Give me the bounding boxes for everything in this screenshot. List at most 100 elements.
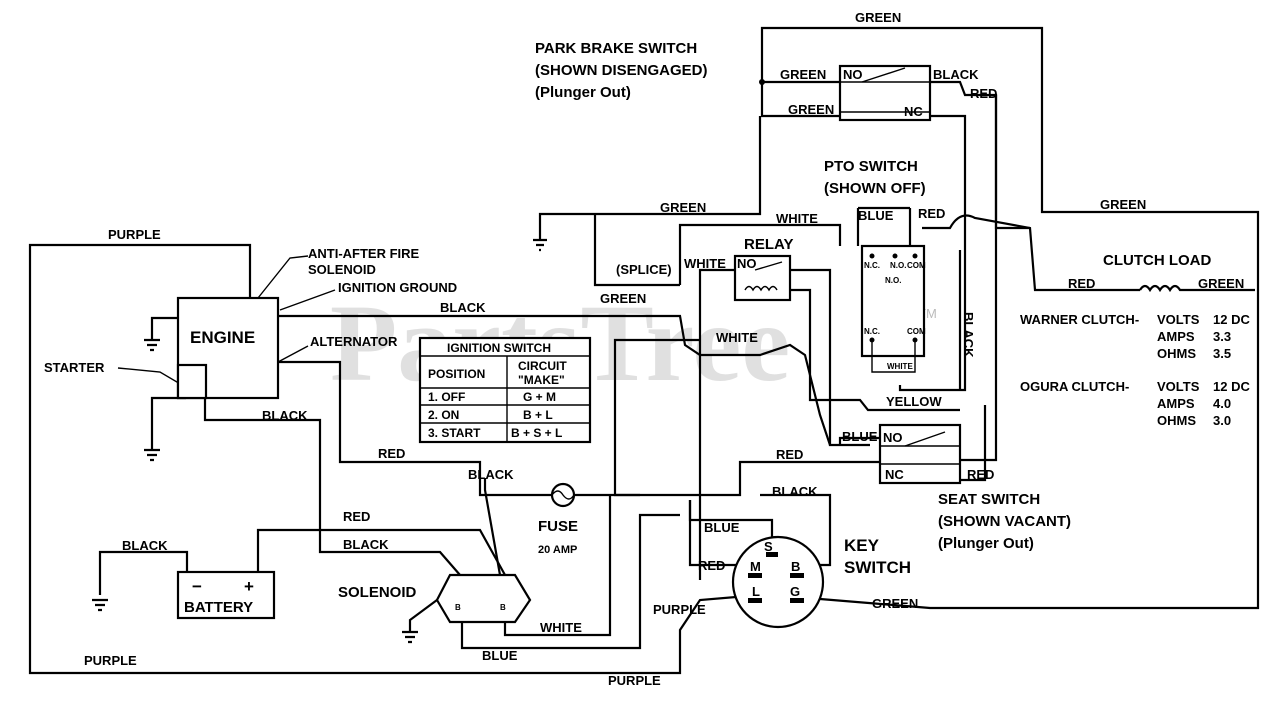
battery-label: BATTERY	[184, 599, 253, 616]
wire-label-white: WHITE	[776, 211, 818, 226]
wire-label-green: GREEN	[660, 200, 706, 215]
battery-plus: +	[244, 577, 254, 596]
park-brake-nc: NC	[904, 104, 923, 119]
ignition-table-title: IGNITION SWITCH	[447, 341, 551, 355]
ogura-clutch-name: OGURA CLUTCH-	[1020, 379, 1129, 394]
wire-labels: GREEN GREEN GREEN BLACK RED GREEN WHITE …	[84, 10, 1244, 688]
wire-label-white: WHITE	[540, 620, 582, 635]
wire-label-purple: PURPLE	[84, 653, 137, 668]
pto-switch: N.C. N.O. COM N.O. N.C. COM WHITE	[860, 244, 926, 373]
park-brake-no: NO	[843, 67, 863, 82]
relay-label: RELAY	[744, 236, 793, 253]
park-brake-title-1: PARK BRAKE SWITCH	[535, 40, 697, 57]
park-brake-title-3: (Plunger Out)	[535, 84, 631, 101]
solenoid-terminal-left: B	[455, 603, 461, 612]
seat-title-1: SEAT SWITCH	[938, 491, 1040, 508]
wire-label-red: RED	[967, 467, 994, 482]
wire-label-red: RED	[1068, 276, 1095, 291]
ogura-volts-label: VOLTS	[1157, 379, 1200, 394]
pto-no-top: N.O.	[890, 261, 906, 270]
wire-label-black: BLACK	[468, 467, 514, 482]
warner-clutch-name: WARNER CLUTCH-	[1020, 312, 1139, 327]
fuse-label: FUSE	[538, 518, 578, 535]
wire-label-red: RED	[970, 86, 997, 101]
solenoid: B B SOLENOID	[338, 573, 532, 624]
wire-label-purple: PURPLE	[108, 227, 161, 242]
ignition-switch-table: IGNITION SWITCH POSITION CIRCUIT "MAKE" …	[418, 336, 592, 444]
seat-nc: NC	[885, 467, 904, 482]
engine-label: ENGINE	[190, 328, 255, 347]
anti-after-fire-callout-1: ANTI-AFTER FIRE	[308, 246, 420, 261]
ignition-row-3-position: 3. START	[428, 426, 481, 440]
ignition-col-circuit-1: CIRCUIT	[518, 359, 567, 373]
battery-minus: −	[192, 577, 202, 596]
wires	[28, 26, 1260, 675]
park-brake-switch: NO NC	[838, 64, 932, 122]
ignition-row-2-circuit: B + L	[523, 408, 553, 422]
wire-label-black: BLACK	[122, 538, 168, 553]
wire-label-black: BLACK	[772, 484, 818, 499]
fuse-rating: 20 AMP	[538, 544, 577, 556]
wire-label-yellow: YELLOW	[886, 394, 942, 409]
anti-after-fire-callout-2: SOLENOID	[308, 262, 376, 277]
wire-label-green: GREEN	[780, 67, 826, 82]
clutch-load-title: CLUTCH LOAD	[1103, 252, 1211, 269]
wire-label-blue: BLUE	[842, 429, 878, 444]
relay: NO RELAY	[733, 236, 793, 302]
wire-label-green: GREEN	[855, 10, 901, 25]
wire-label-purple: PURPLE	[653, 602, 706, 617]
wire-label-blue: BLUE	[704, 520, 740, 535]
seat-title-2: (SHOWN VACANT)	[938, 513, 1071, 530]
ignition-row-1-position: 1. OFF	[428, 390, 465, 404]
key-terminal-g: G	[790, 584, 800, 599]
ignition-ground-callout: IGNITION GROUND	[338, 280, 457, 295]
ignition-row-1-circuit: G + M	[523, 390, 556, 404]
wire-label-white: WHITE	[684, 256, 726, 271]
wire-label-blue: BLUE	[482, 648, 518, 663]
fuse: FUSE 20 AMP	[538, 482, 578, 556]
clutch-specs: WARNER CLUTCH- VOLTS 12 DC AMPS 3.3 OHMS…	[1020, 312, 1250, 428]
ignition-col-circuit-2: "MAKE"	[518, 373, 565, 387]
pto-no-mid: N.O.	[885, 276, 901, 285]
starter-callout: STARTER	[44, 360, 105, 375]
wire-label-red: RED	[378, 446, 405, 461]
wire-label-green: GREEN	[600, 291, 646, 306]
ignition-row-2-position: 2. ON	[428, 408, 459, 422]
seat-switch: NO NC	[878, 423, 962, 485]
wire-label-red: RED	[698, 558, 725, 573]
ogura-ohms-label: OHMS	[1157, 413, 1196, 428]
solenoid-terminal-right: B	[500, 603, 506, 612]
wire-label-black: BLACK	[440, 300, 486, 315]
warner-amps-label: AMPS	[1157, 329, 1195, 344]
ogura-amps-label: AMPS	[1157, 396, 1195, 411]
key-switch-label-2: SWITCH	[844, 558, 911, 577]
ignition-row-3-circuit: B + S + L	[511, 426, 562, 440]
warner-ohms-label: OHMS	[1157, 346, 1196, 361]
wire-label-black: BLACK	[343, 537, 389, 552]
key-terminal-b: B	[791, 559, 800, 574]
wire-label-white: WHITE	[716, 330, 758, 345]
pto-white: WHITE	[887, 362, 913, 371]
wire-label-blue: BLUE	[858, 208, 894, 223]
ogura-amps: 4.0	[1213, 396, 1231, 411]
pto-nc-top: N.C.	[864, 261, 880, 270]
wire-label-red: RED	[918, 206, 945, 221]
titles: PARK BRAKE SWITCH (SHOWN DISENGAGED) (Pl…	[44, 40, 1211, 552]
seat-title-3: (Plunger Out)	[938, 535, 1034, 552]
key-terminal-m: M	[750, 559, 761, 574]
wire-label-green: GREEN	[1198, 276, 1244, 291]
key-switch: S M B L G KEY SWITCH	[731, 535, 911, 629]
alternator-callout: ALTERNATOR	[310, 334, 398, 349]
key-terminal-s: S	[764, 539, 773, 554]
wire-label-purple: PURPLE	[608, 673, 661, 688]
warner-ohms: 3.5	[1213, 346, 1231, 361]
wire-label-green: GREEN	[1100, 197, 1146, 212]
warner-volts: 12 DC	[1213, 312, 1250, 327]
wire-label-green: GREEN	[872, 596, 918, 611]
splice-callout: (SPLICE)	[616, 262, 672, 277]
wire-label-black-vertical: BLACK	[961, 312, 976, 358]
wire-label-black: BLACK	[262, 408, 308, 423]
wire-label-red: RED	[343, 509, 370, 524]
wire-label-red: RED	[776, 447, 803, 462]
